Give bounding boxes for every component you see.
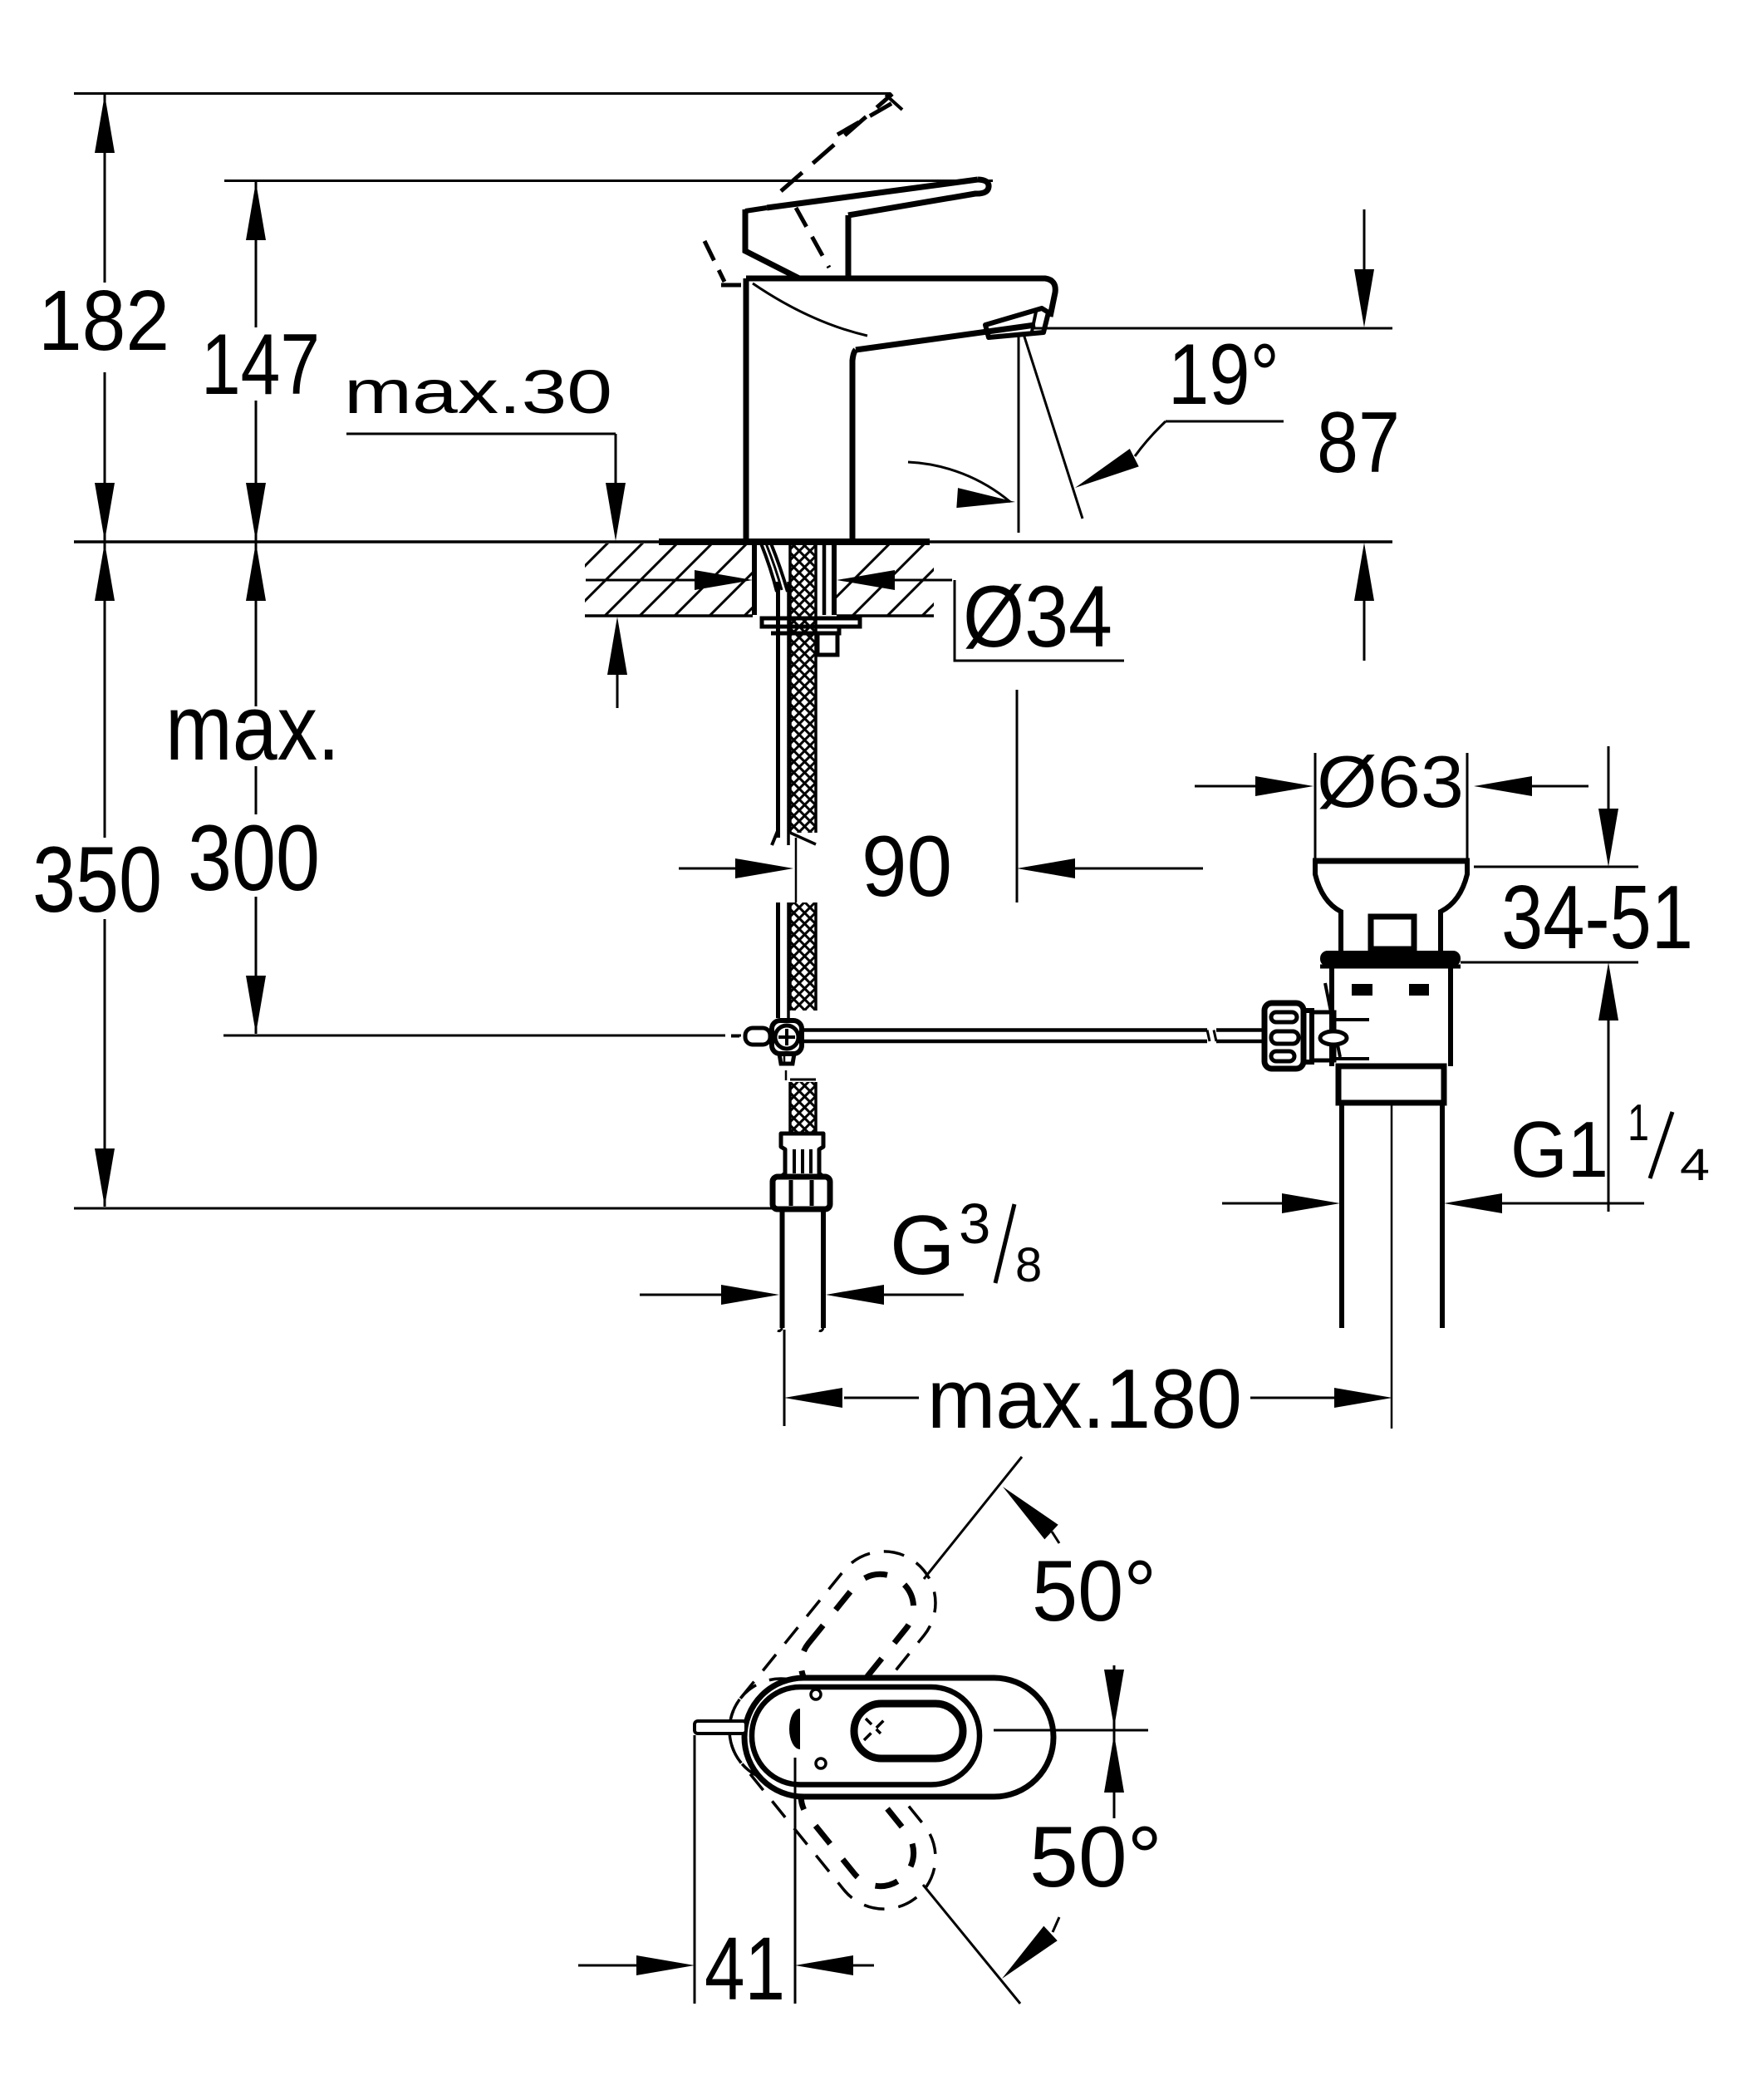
svg-text:182: 182 xyxy=(38,273,169,368)
svg-text:G: G xyxy=(890,1199,955,1292)
svg-text:max.30: max.30 xyxy=(344,357,612,426)
svg-text:4: 4 xyxy=(1680,1140,1710,1190)
svg-text:350: 350 xyxy=(32,828,162,932)
svg-text:90: 90 xyxy=(862,819,952,915)
svg-text:41: 41 xyxy=(705,1918,785,2019)
svg-text:Ø34: Ø34 xyxy=(963,568,1112,666)
svg-text:300: 300 xyxy=(188,806,320,910)
svg-text:50°: 50° xyxy=(1029,1809,1162,1906)
svg-text:19°: 19° xyxy=(1168,327,1279,423)
svg-text:8: 8 xyxy=(1015,1238,1042,1292)
svg-text:1: 1 xyxy=(1628,1094,1649,1152)
svg-text:G1: G1 xyxy=(1510,1105,1608,1194)
svg-text:34-51: 34-51 xyxy=(1501,867,1693,968)
svg-text:max.: max. xyxy=(165,676,340,780)
svg-text:87: 87 xyxy=(1317,395,1400,491)
svg-text:3: 3 xyxy=(959,1192,990,1256)
svg-text:Ø63: Ø63 xyxy=(1317,740,1464,823)
svg-text:147: 147 xyxy=(201,317,320,413)
svg-text:max.180: max.180 xyxy=(927,1353,1242,1446)
svg-text:50°: 50° xyxy=(1032,1543,1156,1640)
